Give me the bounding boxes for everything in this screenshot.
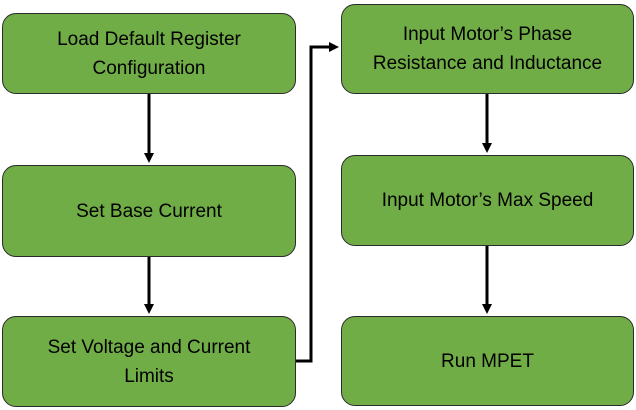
step-text-line-1: Run MPET: [441, 350, 534, 372]
step-text: Input Motor’s Max Speed: [382, 186, 594, 215]
step-text-line-2: Resistance and Inductance: [372, 53, 603, 74]
step-text: Set Base Current: [76, 197, 222, 226]
step-load-default-register-configuration: Load Default Register Configuration: [2, 13, 296, 94]
step-text-line-1: Input Motor’s Max Speed: [381, 190, 594, 211]
step-input-motor-phase-resistance-inductance: Input Motor’s Phase Resistance and Induc…: [341, 4, 634, 94]
step-text-line-1: Set Base Current: [76, 200, 222, 222]
step-input-motor-max-speed: Input Motor’s Max Speed: [341, 155, 634, 246]
step-text: Run MPET: [441, 347, 534, 376]
step-text-line-2: Limits: [124, 365, 174, 387]
step-text: Set Voltage and Current Limits: [48, 333, 251, 391]
step-set-base-current: Set Base Current: [2, 165, 296, 257]
step-text-line-1: Load Default Register: [57, 28, 241, 50]
step-text-line-1: Set Voltage and Current: [47, 336, 251, 358]
step-set-voltage-and-current-limits: Set Voltage and Current Limits: [2, 316, 296, 407]
step-text: Load Default Register Configuration: [57, 25, 241, 83]
step-run-mpet: Run MPET: [341, 316, 634, 406]
step-text-line-1: Input Motor’s Phase: [402, 24, 573, 45]
arrow-limits-to-phase: [296, 42, 339, 363]
step-text-line-2: Configuration: [92, 57, 206, 79]
step-text: Input Motor’s Phase Resistance and Induc…: [373, 20, 602, 78]
